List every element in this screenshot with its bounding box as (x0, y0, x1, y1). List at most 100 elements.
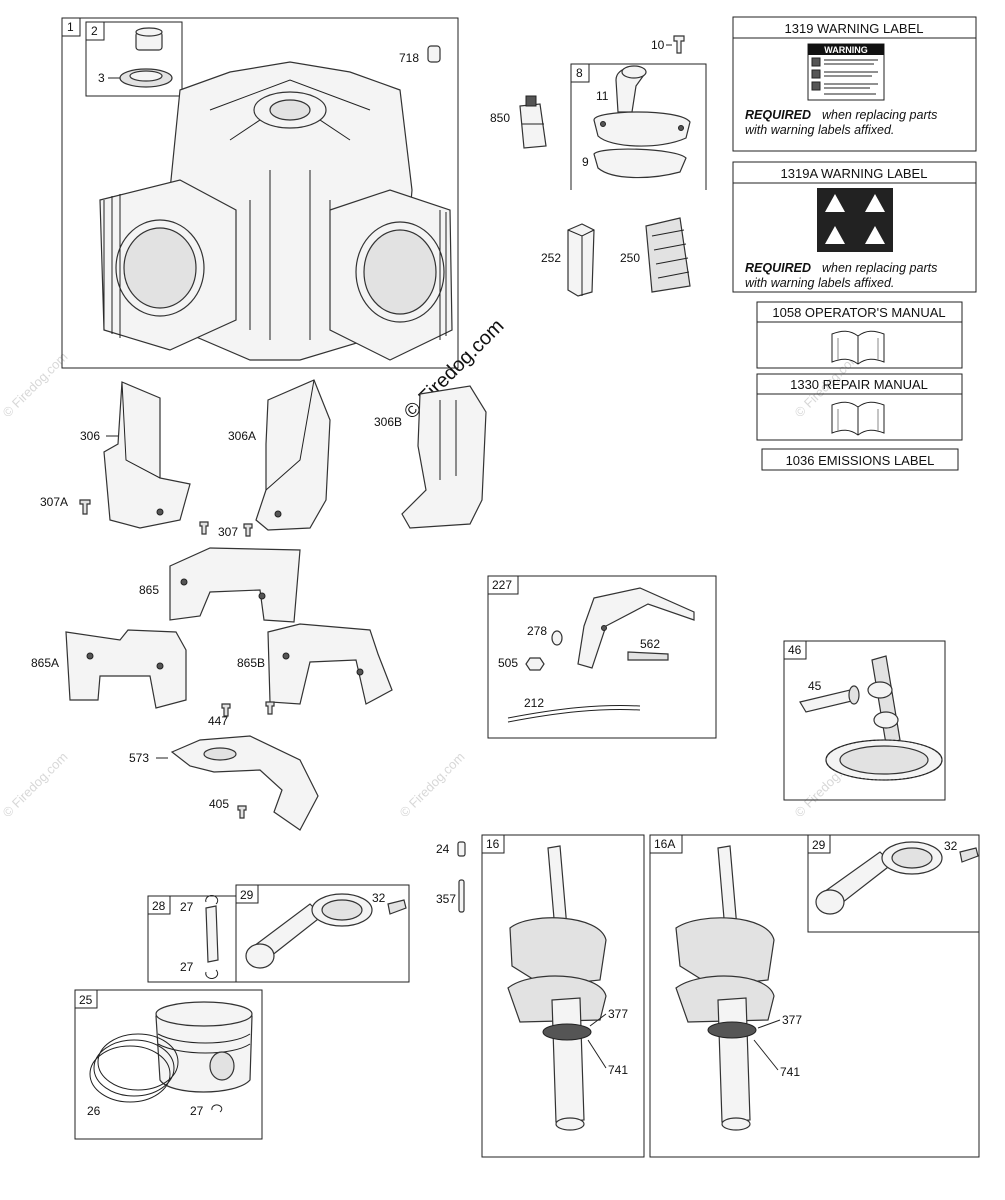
crank-journal (551, 997, 585, 1123)
callout-865a: 865A (31, 656, 59, 670)
callout-box (783, 640, 807, 660)
callout-741b: 741 (780, 1065, 800, 1079)
group-1-frame (61, 17, 459, 369)
part-306a-shroud (255, 379, 331, 531)
callout-box (570, 63, 590, 83)
operators-manual-title: 1058 OPERATOR'S MANUAL (772, 305, 945, 320)
callout-46: 46 (788, 643, 802, 657)
part-8-cover (593, 111, 691, 147)
callout-850: 850 (490, 111, 510, 125)
warning-label-2-title: 1319A WARNING LABEL (781, 166, 928, 181)
watermark-text: © Firedog.com (0, 749, 71, 820)
warning-label-1-box (732, 16, 977, 152)
callout-box (147, 895, 171, 915)
callout-306: 306 (80, 429, 100, 443)
callout-252: 252 (541, 251, 561, 265)
part-227-lever (577, 587, 695, 669)
callout-box (487, 575, 519, 595)
repair-manual-title: 1330 REPAIR MANUAL (790, 377, 928, 392)
crankshaft-group-16a: 16A 377 741 29 32 (649, 834, 980, 1158)
callout-307a: 307A (40, 495, 68, 509)
callout-box (61, 17, 81, 37)
rod-group-28-29: 28 27 27 29 32 (147, 884, 410, 983)
callout-377a: 377 (608, 1007, 628, 1021)
part-9-gasket (593, 148, 687, 179)
camshaft (871, 655, 901, 745)
group-25-frame (74, 989, 263, 1140)
repair-manual-box (756, 373, 963, 441)
group-227-frame (487, 575, 717, 739)
warning-1-required: REQUIRED (745, 108, 811, 122)
callout-16: 16 (486, 837, 500, 851)
callout-377b: 377 (782, 1013, 802, 1027)
warning-sticker-title: WARNING (824, 45, 868, 55)
callout-3: 3 (98, 71, 105, 85)
callout-29b: 29 (812, 838, 826, 852)
part-10-screw (673, 35, 685, 54)
part-45-tappet (799, 689, 857, 713)
callout-250: 250 (620, 251, 640, 265)
group-16-frame (481, 834, 645, 1158)
cylinder-block-group: 1 2 3 718 (61, 17, 459, 369)
part-562-screw (627, 651, 669, 661)
callout-16a: 16A (654, 837, 675, 851)
callout-307: 307 (218, 525, 238, 539)
callout-357: 357 (436, 892, 456, 906)
callout-27c: 27 (190, 1104, 204, 1118)
callout-306b: 306B (374, 415, 402, 429)
callout-45: 45 (808, 679, 822, 693)
callout-25: 25 (79, 993, 93, 1007)
callout-741a: 741 (608, 1063, 628, 1077)
label-boxes: 1319 WARNING LABEL 1319A WARNING LABEL 1… (732, 16, 977, 471)
callout-box (807, 834, 831, 854)
callout-562: 562 (640, 637, 660, 651)
callout-28: 28 (152, 899, 166, 913)
operators-manual-box (756, 301, 963, 369)
group-29-frame (235, 884, 410, 983)
callout-27b: 27 (180, 960, 194, 974)
governor-group: 227 278 562 505 212 (487, 575, 717, 739)
callout-27a: 27 (180, 900, 194, 914)
callout-306a: 306A (228, 429, 256, 443)
callout-573: 573 (129, 751, 149, 765)
part-865a-baffle (65, 629, 187, 709)
part-865b-baffle (267, 623, 393, 705)
baffles-865: 865 865A 865B 447 (31, 547, 393, 728)
callout-227: 227 (492, 578, 512, 592)
callout-2: 2 (91, 24, 98, 38)
breather-group: 10 8 11 9 850 (490, 35, 707, 190)
callout-32b: 32 (944, 839, 958, 853)
part-250-filter (645, 217, 691, 293)
warning-2-required-rest: when replacing parts (822, 261, 937, 275)
callout-box (74, 989, 98, 1009)
crank-gear (707, 1021, 757, 1039)
warning-2-required-line2: with warning labels affixed. (745, 276, 894, 290)
callout-10: 10 (651, 38, 665, 52)
callout-212: 212 (524, 696, 544, 710)
callout-447: 447 (208, 714, 228, 728)
part-306-shroud (103, 381, 191, 529)
camshaft-group: 46 45 (783, 640, 946, 801)
callout-1: 1 (67, 20, 74, 34)
emissions-label-title: 1036 EMISSIONS LABEL (786, 453, 935, 468)
warning-1-required-line2: with warning labels affixed. (745, 123, 894, 137)
callout-865: 865 (139, 583, 159, 597)
piston-group: 25 26 27 (74, 989, 263, 1140)
part-718-pin (427, 45, 441, 63)
callout-9: 9 (582, 155, 589, 169)
filter-parts: 252 250 (541, 217, 691, 297)
warning-2-required: REQUIRED (745, 261, 811, 275)
warning-label-2-box (732, 161, 977, 293)
group-46-frame (783, 640, 946, 801)
part-252-block (567, 223, 595, 297)
callout-24: 24 (436, 842, 450, 856)
plate-573: 573 405 (129, 735, 319, 831)
air-guides-306: 306 307A 306A 307 306B (40, 379, 487, 539)
part-865-baffle (169, 547, 301, 623)
callout-718: 718 (399, 51, 419, 65)
callout-278: 278 (527, 624, 547, 638)
callout-29a: 29 (240, 888, 254, 902)
callout-box (649, 834, 683, 854)
watermark-text: © Firedog.com (397, 749, 468, 820)
